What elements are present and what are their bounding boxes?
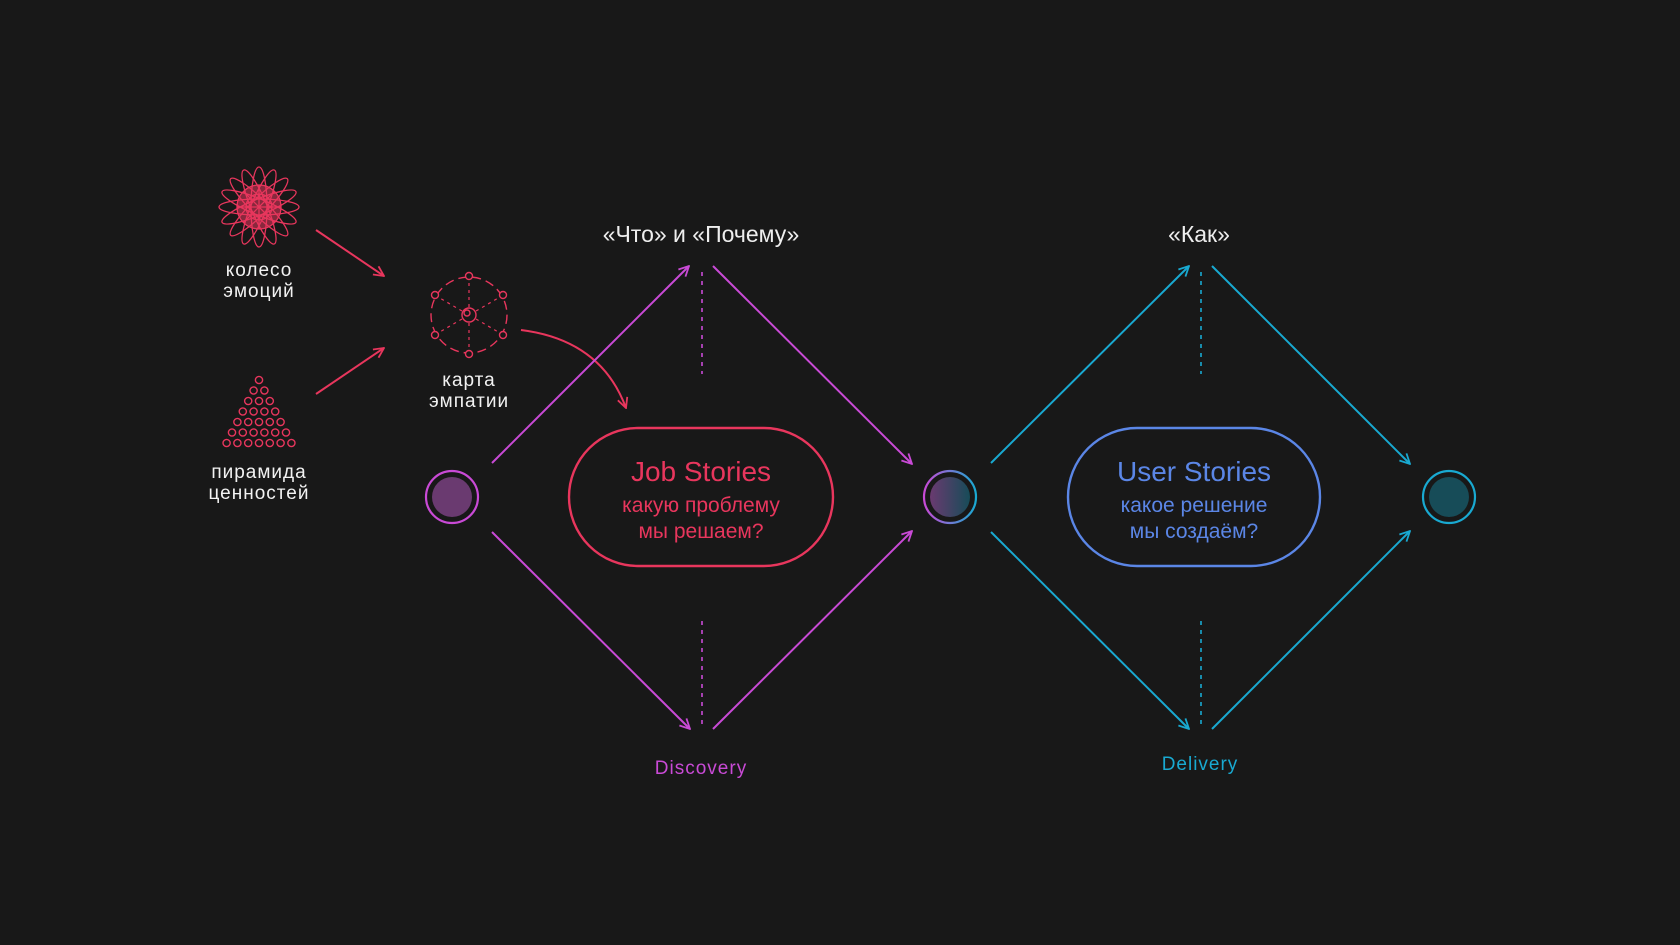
pyramid-dot xyxy=(281,428,291,437)
delivery-diamond xyxy=(990,266,1410,729)
pyramid-dot xyxy=(249,428,258,437)
pyramid-dot xyxy=(260,428,269,437)
pyramid-dot xyxy=(233,438,242,448)
pyramid-dot xyxy=(243,417,253,427)
user-stories-subtitle: какое решение мы создаём? xyxy=(1120,494,1268,543)
emotion-wheel-icon xyxy=(218,166,300,248)
job-stories-title: Job Stories xyxy=(630,456,772,487)
pyramid-dot xyxy=(265,438,275,448)
pyramid-dot xyxy=(287,438,296,448)
input-arrows xyxy=(315,229,626,408)
delivery-title: «Как» xyxy=(1168,221,1230,247)
discovery-title: «Что» и «Почему» xyxy=(602,221,800,247)
job-stories-subtitle: какую проблему мы решаем? xyxy=(622,494,780,543)
job-stories-pill xyxy=(567,426,835,568)
pyramid-dot xyxy=(276,438,285,448)
pyramid-dot xyxy=(243,438,253,448)
pyramid-dot xyxy=(270,428,280,437)
pyramid-dot xyxy=(238,407,248,416)
dot-pyramid-icon xyxy=(222,375,296,448)
pyramid-dot xyxy=(222,438,231,448)
values-pyramid-label: пирамида ценностей xyxy=(208,462,310,504)
pyramid-dot xyxy=(276,417,285,427)
arrow-wheel-to-map xyxy=(315,229,384,276)
pyramid-dot xyxy=(254,375,264,385)
pyramid-dot xyxy=(249,386,258,395)
pyramid-dot xyxy=(243,396,253,406)
user-stories-title: User Stories xyxy=(1116,456,1272,487)
pyramid-dot xyxy=(270,407,280,416)
pyramid-dot xyxy=(227,428,237,437)
pyramid-dot xyxy=(249,407,258,416)
pyramid-dot xyxy=(254,438,264,448)
discovery-diamond xyxy=(491,266,912,729)
pyramid-dot xyxy=(238,428,248,437)
arrow-pyramid-to-map xyxy=(315,348,384,395)
pyramid-dot xyxy=(254,396,264,406)
start-node xyxy=(424,469,480,525)
pyramid-dot xyxy=(260,407,269,416)
pyramid-dot xyxy=(265,417,275,427)
arrow-map-to-job-stories xyxy=(520,329,626,408)
pyramid-dot xyxy=(233,417,242,427)
discovery-label: Discovery xyxy=(654,758,748,779)
delivery-label: Delivery xyxy=(1161,754,1239,775)
pyramid-dot xyxy=(265,396,275,406)
pyramid-dot xyxy=(254,417,264,427)
middle-node xyxy=(922,469,978,525)
empathy-map-icon xyxy=(430,271,508,359)
pyramid-dot xyxy=(260,386,269,395)
user-stories-pill xyxy=(1066,426,1322,568)
empathy-map-label: карта эмпатии xyxy=(428,370,510,412)
end-node xyxy=(1421,469,1477,525)
emotion-wheel-label: колесо эмоций xyxy=(223,260,295,302)
